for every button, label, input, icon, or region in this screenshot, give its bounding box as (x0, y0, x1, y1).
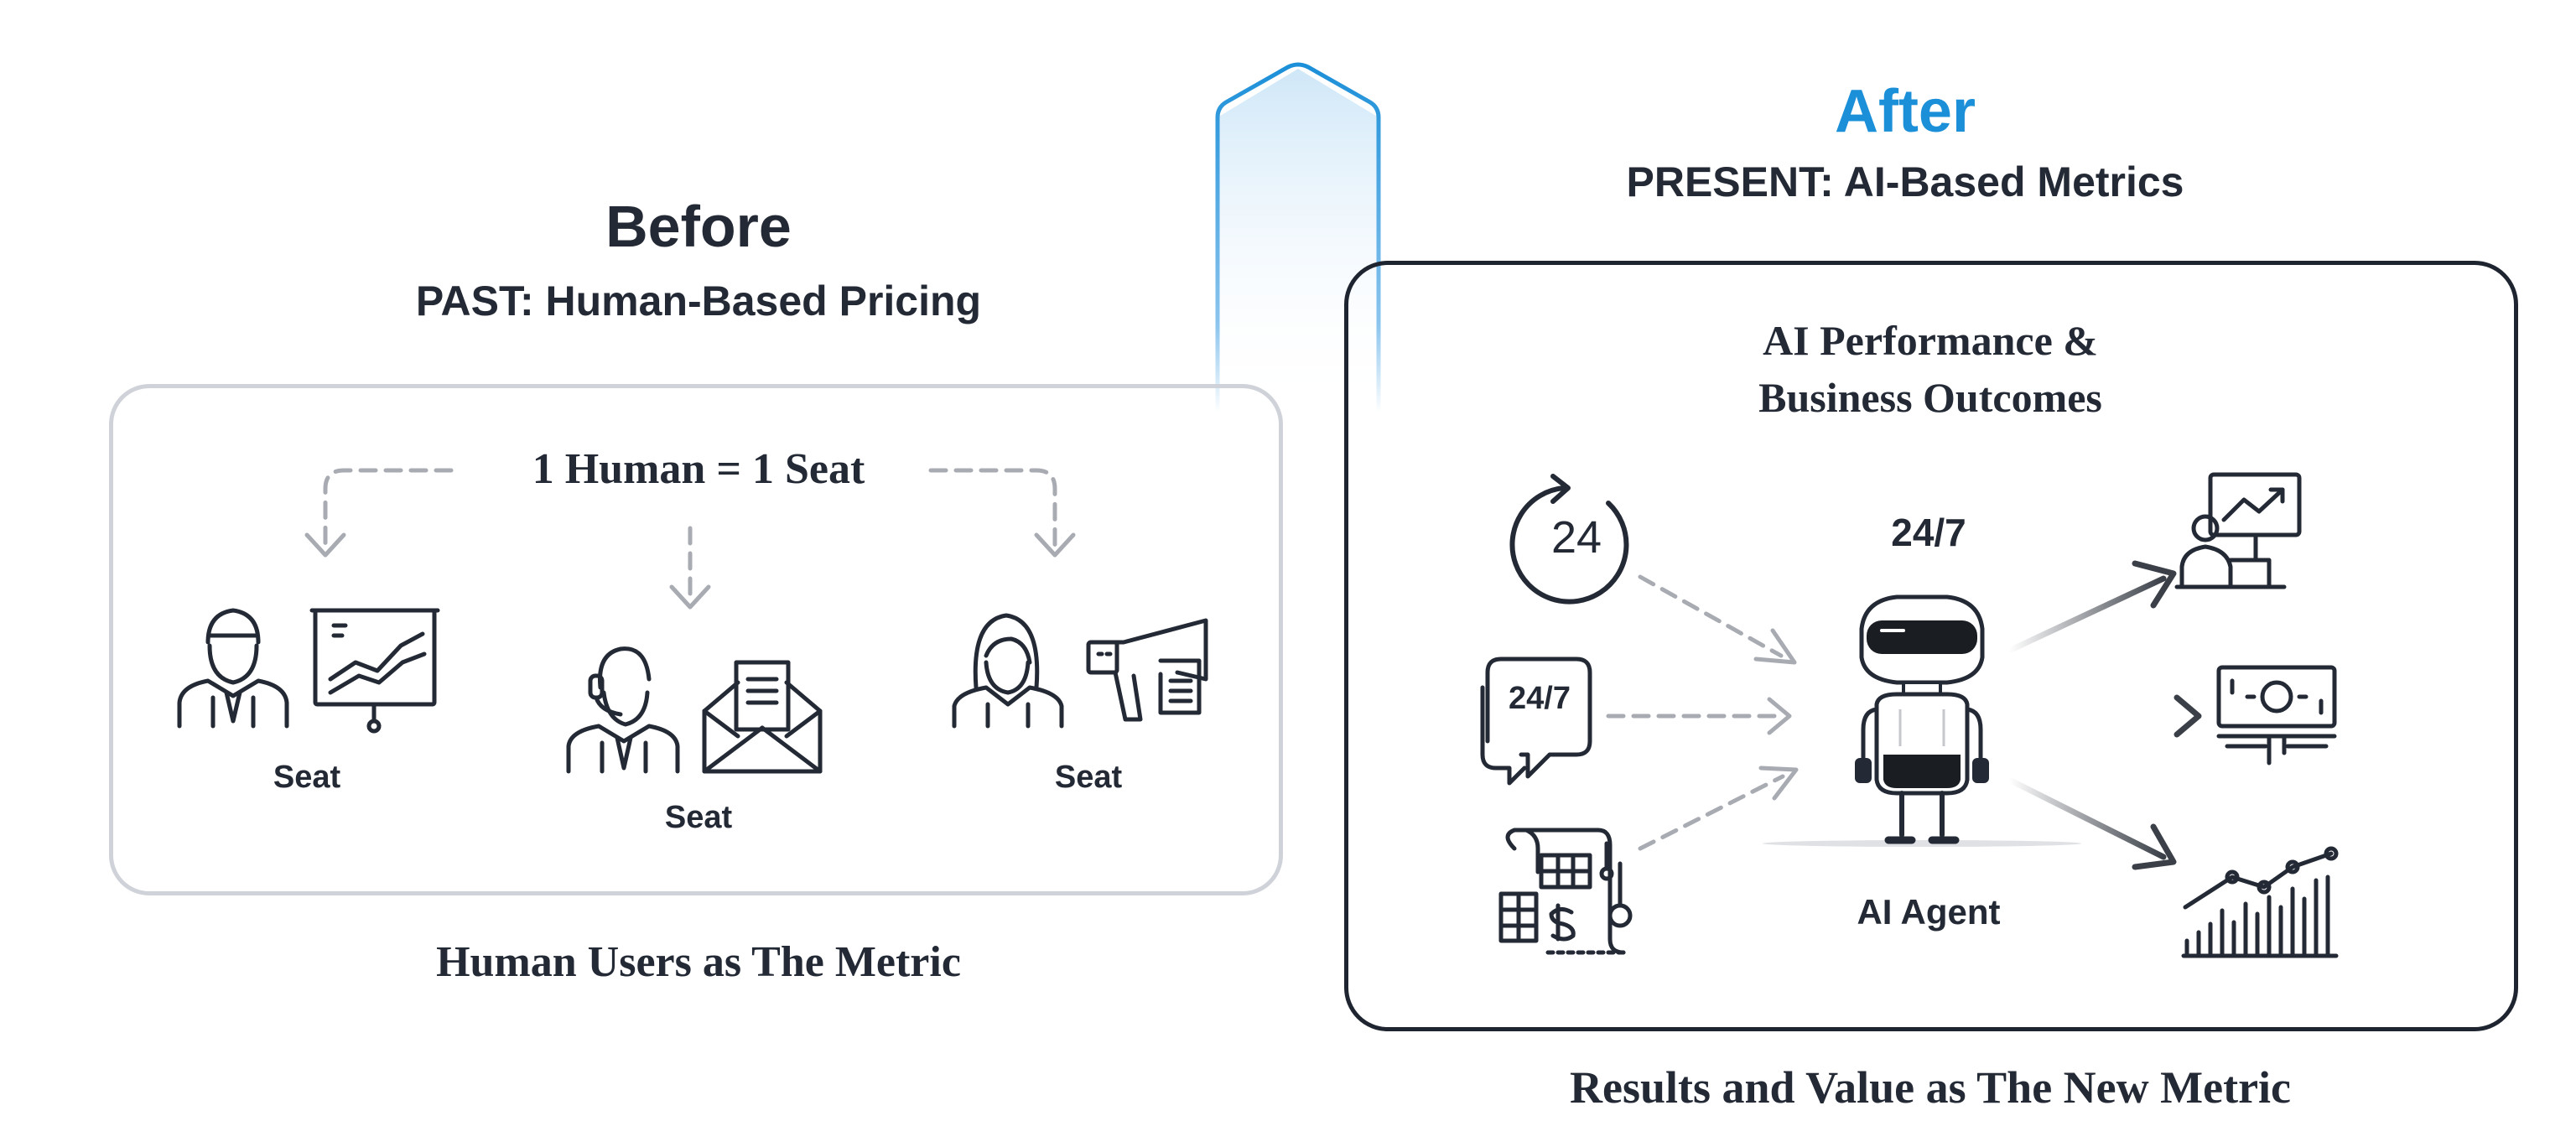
banknote-icon (2216, 665, 2337, 766)
ai-panel-title-text: AI Performance & Business Outcomes (1758, 317, 2102, 421)
before-subtitle: PAST: Human-Based Pricing (415, 278, 982, 324)
chat-247-icon (1480, 657, 1592, 786)
presentation-chart-icon (309, 608, 440, 734)
analyst-monitor-icon (2174, 472, 2302, 589)
megaphone-icon (1086, 618, 1208, 722)
businessman-icon (177, 608, 289, 729)
envelope-icon (702, 660, 823, 774)
seat-label: Seat (664, 800, 733, 835)
robot-icon (1763, 594, 2081, 847)
input-connectors (1606, 574, 1799, 851)
present-caption: Results and Value as The New Metric (1569, 1062, 2292, 1113)
seat-equation: 1 Human = 1 Seat (532, 445, 865, 493)
availability-label: 24/7 (1891, 511, 1966, 554)
after-title: After (1834, 78, 1976, 145)
chat-247-text: 24/7 (1509, 681, 1571, 716)
after-subtitle: PRESENT: AI-Based Metrics (1626, 158, 2184, 205)
past-pricing-panel (109, 384, 1283, 895)
clock-24-icon (1509, 474, 1629, 605)
before-title: Before (605, 194, 792, 259)
invoice-calculator-icon (1498, 828, 1633, 955)
clock-24-text: 24 (1550, 512, 1602, 563)
output-arrows (2006, 560, 2202, 870)
support-agent-icon (566, 646, 680, 774)
businesswoman-icon (952, 613, 1064, 729)
ai-agent-label: AI Agent (1857, 892, 2001, 932)
present-metrics-panel (1344, 261, 2518, 1031)
seat-label: Seat (273, 760, 341, 795)
transition-arrow (1215, 62, 1381, 413)
seat-label: Seat (1054, 760, 1123, 795)
growth-chart-icon (2181, 846, 2339, 958)
seat-connectors (304, 468, 1076, 610)
past-caption: Human Users as The Metric (436, 938, 961, 986)
ai-panel-title: AI Performance & Business Outcomes (1595, 312, 2266, 426)
